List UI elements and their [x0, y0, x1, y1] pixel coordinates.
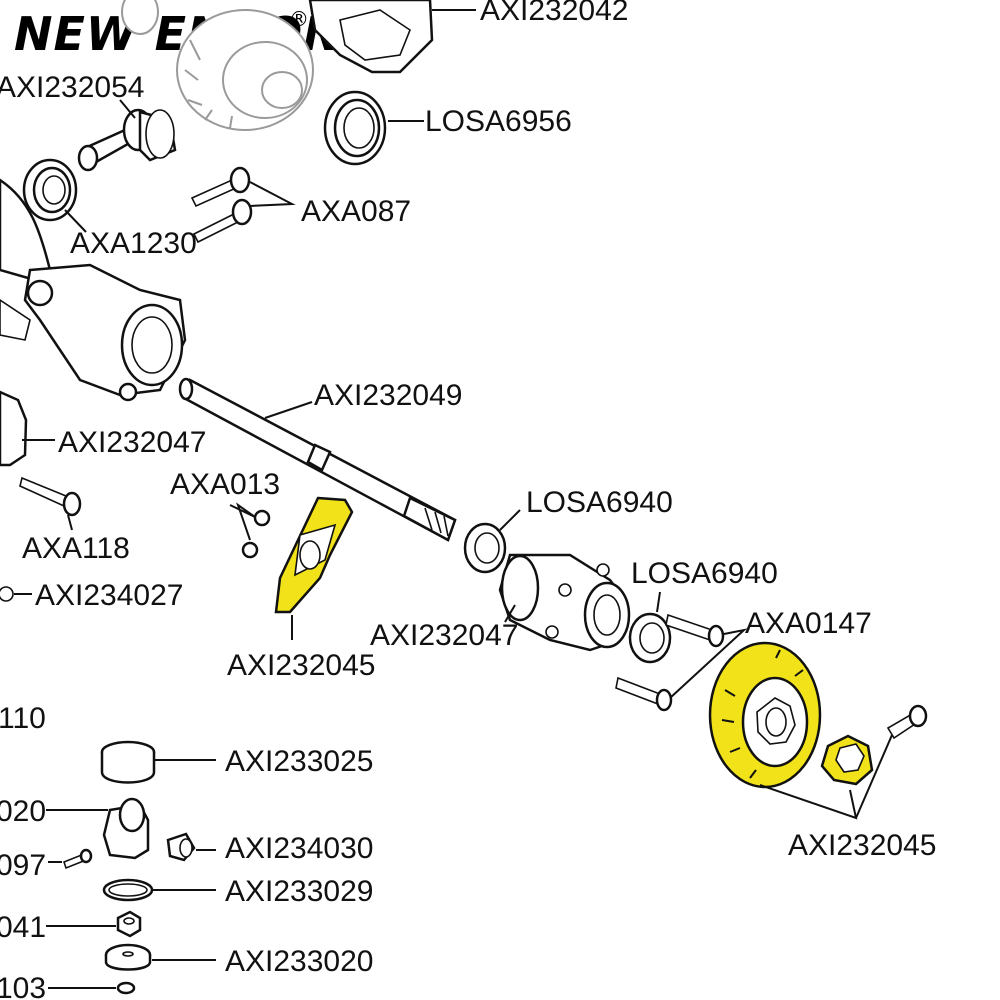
label-losa6940-b: LOSA6940	[631, 557, 778, 590]
drive-plate-highlighted-part	[274, 496, 354, 640]
axle-shaft-part	[178, 377, 457, 542]
hex-hub-highlighted-part	[820, 734, 874, 786]
leader-axi232045-right	[759, 784, 858, 820]
label-axi234027: AXI234027	[35, 579, 183, 612]
label-edge-041: 041	[0, 911, 46, 944]
label-axi232042: AXI232042	[480, 0, 628, 27]
label-edge-103: 103	[0, 972, 46, 1000]
axle-housing-part	[0, 178, 187, 402]
label-axa118: AXA118	[22, 532, 130, 565]
registered-mark: ®	[289, 7, 309, 31]
nut-axi233025-part	[100, 740, 216, 784]
bearing-losa6940-b-part	[628, 591, 672, 664]
housing-cover-part	[308, 0, 476, 74]
label-edge-020: 020	[0, 795, 46, 828]
washer-103-part	[48, 981, 136, 995]
part-labels: AXI232042 AXI232054 LOSA6956 AXA087 AXA1…	[0, 0, 936, 1000]
label-axa013: AXA013	[170, 468, 280, 501]
label-axi233025: AXI233025	[225, 745, 373, 778]
label-axi232047-left: AXI232047	[58, 426, 206, 459]
label-losa6940-a: LOSA6940	[526, 486, 673, 519]
clip-axi234027-part	[0, 586, 32, 602]
screws-axa087-part	[190, 166, 296, 244]
label-losa6956: LOSA6956	[425, 105, 572, 138]
leader-axi232045-right-2	[855, 734, 893, 819]
label-edge-097: 097	[0, 849, 46, 882]
label-axa087: AXA087	[301, 195, 411, 228]
brake-disc-highlighted-part	[708, 641, 822, 789]
mount-020-part	[46, 797, 150, 860]
label-axi232049: AXI232049	[314, 379, 462, 412]
bearing-axa1230-part	[22, 158, 87, 233]
screws-axa013-part	[229, 502, 271, 559]
label-axi232054: AXI232054	[0, 71, 144, 104]
label-axi234030: AXI234030	[225, 832, 373, 865]
bearing-losa6956-part	[323, 90, 424, 166]
ring-gear-faded	[121, 0, 314, 131]
label-axa0147: AXA0147	[745, 607, 872, 640]
nut-041-part	[46, 910, 142, 938]
screw-axa118-part	[19, 476, 82, 531]
label-edge-110: 110	[0, 702, 46, 735]
label-axi232045-right: AXI232045	[788, 829, 936, 862]
screws-axa0147-part	[615, 613, 748, 712]
label-axa1230: AXA1230	[70, 227, 197, 260]
label-axi232047-center: AXI232047	[370, 619, 518, 652]
label-axi233029: AXI233029	[225, 875, 373, 908]
disc-axi233020-part	[104, 943, 216, 971]
screw-right-part	[886, 704, 928, 740]
label-axi233020: AXI233020	[225, 945, 373, 978]
screw-097-part	[48, 848, 93, 870]
pinion-gear-part	[77, 99, 177, 172]
o-ring-axi233029-part	[102, 878, 216, 902]
hub-center-part	[498, 553, 631, 652]
bushing-axi234030-part	[166, 832, 216, 862]
housing-left-part	[0, 390, 55, 467]
bearing-losa6940-a-part	[463, 509, 521, 574]
label-axi232045-left: AXI232045	[227, 649, 375, 682]
